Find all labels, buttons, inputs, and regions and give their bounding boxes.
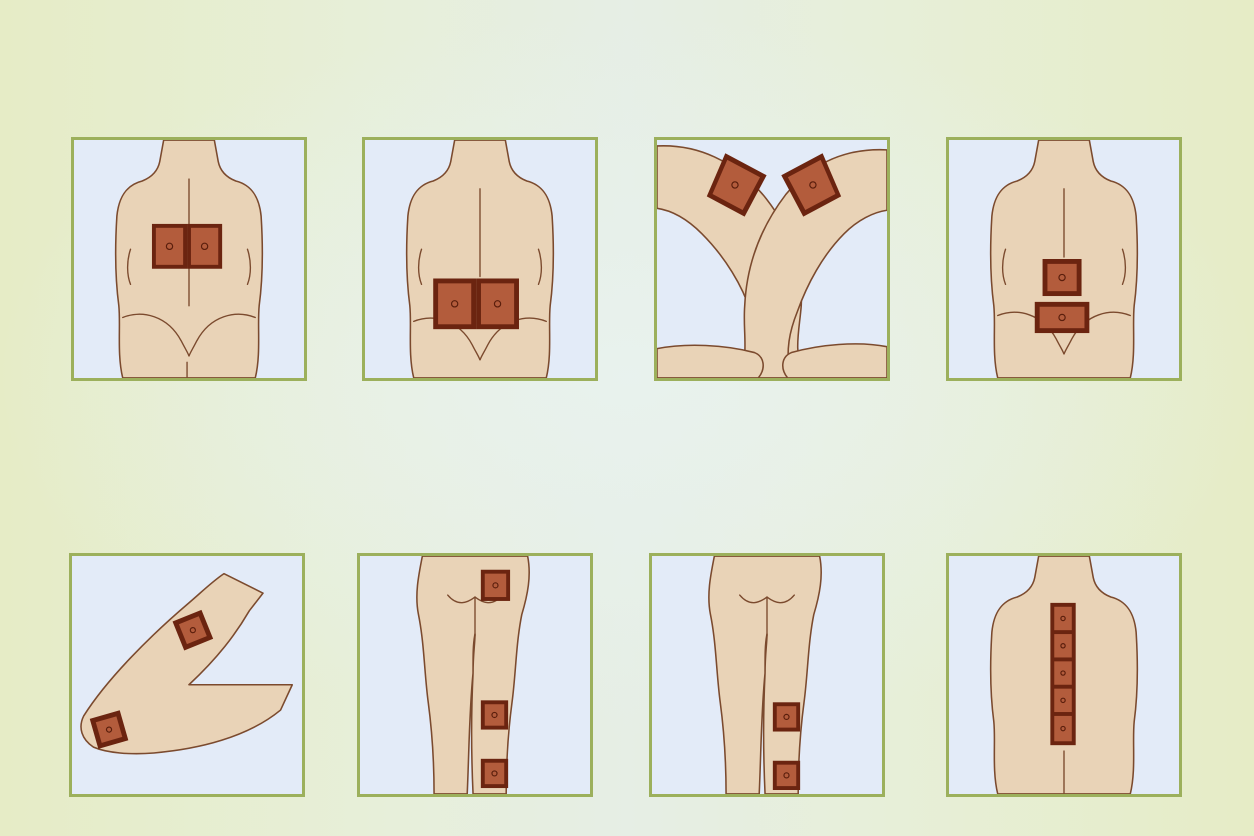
panel-arm bbox=[69, 553, 305, 797]
pad-knee bbox=[481, 700, 508, 729]
legs-figure bbox=[652, 556, 882, 794]
panel-lower-back-stacked bbox=[946, 137, 1182, 381]
pad-lower bbox=[1035, 302, 1090, 333]
torso-back-figure bbox=[949, 140, 1179, 378]
pad-hip bbox=[481, 570, 510, 601]
torso-back-figure bbox=[365, 140, 595, 378]
arm-figure bbox=[72, 556, 302, 794]
torso-back-figure bbox=[74, 140, 304, 378]
panel-upper-back bbox=[71, 137, 307, 381]
pad-right bbox=[187, 224, 222, 269]
pad-ankle bbox=[481, 759, 508, 788]
panel-leg-front bbox=[357, 553, 593, 797]
spine-pad-strip bbox=[1050, 603, 1075, 745]
pad-calf bbox=[773, 702, 800, 731]
legs-figure bbox=[360, 556, 590, 794]
panel-knees bbox=[654, 137, 890, 381]
pad-upper bbox=[1043, 259, 1082, 296]
panel-leg-back bbox=[649, 553, 885, 797]
pad-ankle bbox=[773, 761, 800, 790]
pad-left bbox=[152, 224, 187, 269]
crossed-legs-figure bbox=[657, 140, 887, 378]
pad-right bbox=[476, 278, 519, 329]
panel-lower-back bbox=[362, 137, 598, 381]
pad-left bbox=[433, 278, 476, 329]
torso-back-figure bbox=[949, 556, 1179, 794]
panel-spine bbox=[946, 553, 1182, 797]
